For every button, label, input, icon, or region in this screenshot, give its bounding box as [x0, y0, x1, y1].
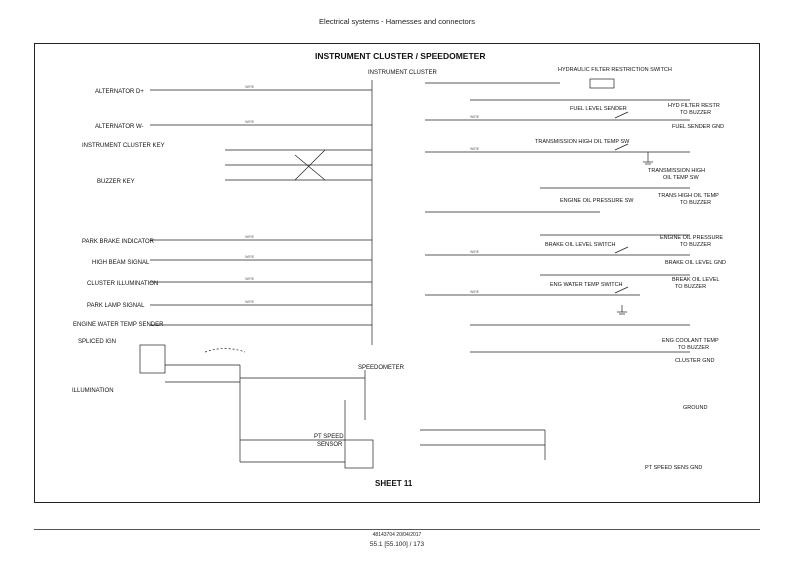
label-hyd-filter-buzzer-1: HYD FILTER RESTR — [668, 103, 720, 109]
page-header: Electrical systems - Harnesses and conne… — [319, 17, 475, 26]
label-water-temp-sender: ENGINE WATER TEMP SENDER — [73, 322, 164, 328]
label-brake-oil-buzzer-1: BREAK OIL LEVEL — [672, 277, 720, 283]
footer-doc: 48143704 20/04/2017 — [372, 532, 422, 538]
label-high-beam: HIGH BEAM SIGNAL — [92, 260, 150, 266]
sheet-label: SHEET 11 — [375, 479, 413, 488]
label-illumination: ILLUMINATION — [72, 388, 114, 394]
label-buzzer-key: BUZZER KEY — [97, 179, 135, 185]
svg-text:WIRE: WIRE — [470, 115, 480, 119]
label-trans-high-oil-2: OIL TEMP SW — [663, 175, 699, 181]
pt-speed-sensor-line1: PT SPEED — [314, 434, 344, 440]
diagram-title: INSTRUMENT CLUSTER / SPEEDOMETER — [315, 51, 486, 61]
label-eng-coolant-buzzer-2: TO BUZZER — [678, 345, 710, 351]
label-cluster-illumination: CLUSTER ILLUMINATION — [87, 281, 159, 287]
cluster-label: INSTRUMENT CLUSTER — [368, 70, 437, 76]
label-brake-oil-gnd: BRAKE OIL LEVEL GND — [665, 260, 727, 266]
diagram-frame — [34, 43, 760, 503]
label-engine-oil-buzzer-1: ENGINE OIL PRESSURE — [660, 235, 724, 241]
label-alternator-w: ALTERNATOR W- — [95, 124, 144, 130]
label-trans-high-oil-sw: TRANSMISSION HIGH OIL TEMP SW — [535, 139, 630, 145]
label-eng-water-temp-switch: ENG WATER TEMP SWITCH — [550, 282, 623, 288]
svg-text:WIRE: WIRE — [245, 85, 255, 89]
svg-text:WIRE: WIRE — [245, 120, 255, 124]
label-fuel-sender: FUEL LEVEL SENDER — [570, 106, 627, 112]
label-ground: GROUND — [683, 405, 708, 411]
label-hyd-filter-buzzer-2: TO BUZZER — [680, 110, 712, 116]
footer-page: 55.1 [55.100] / 173 — [369, 541, 425, 548]
svg-text:WIRE: WIRE — [470, 250, 480, 254]
label-park-brake: PARK BRAKE INDICATOR — [82, 239, 155, 245]
label-pt-speed-sens-gnd: PT SPEED SENS GND — [645, 465, 703, 471]
label-alternator-d: ALTERNATOR D+ — [95, 89, 144, 95]
svg-text:WIRE: WIRE — [245, 255, 255, 259]
label-brake-oil-buzzer-2: TO BUZZER — [675, 284, 707, 290]
svg-text:WIRE: WIRE — [245, 235, 255, 239]
label-fuel-sender-gnd: FUEL SENDER GND — [672, 124, 725, 130]
label-cluster-key: INSTRUMENT CLUSTER KEY — [82, 143, 165, 149]
label-engine-oil-sw: ENGINE OIL PRESSURE SW — [560, 198, 634, 204]
label-hyd-filter-switch: HYDRAULIC FILTER RESTRICTION SWITCH — [558, 67, 672, 73]
svg-text:WIRE: WIRE — [245, 277, 255, 281]
speedometer-label: SPEEDOMETER — [358, 365, 405, 371]
label-spliced-ign: SPLICED IGN — [78, 339, 117, 345]
label-brake-oil-switch: BRAKE OIL LEVEL SWITCH — [545, 242, 616, 248]
label-eng-coolant-buzzer-1: ENG COOLANT TEMP — [662, 338, 719, 344]
footer-divider — [34, 529, 760, 530]
label-trans-buzzer-2: TO BUZZER — [680, 200, 712, 206]
label-cluster-gnd: CLUSTER GND — [675, 358, 715, 364]
label-trans-buzzer-1: TRANS HIGH OIL TEMP — [658, 193, 719, 199]
pt-speed-sensor-line2: SENSOR — [317, 442, 343, 448]
label-engine-oil-buzzer-2: TO BUZZER — [680, 242, 712, 248]
label-park-lamp: PARK LAMP SIGNAL — [87, 303, 145, 309]
svg-text:WIRE: WIRE — [470, 147, 480, 151]
svg-text:WIRE: WIRE — [245, 300, 255, 304]
svg-text:WIRE: WIRE — [470, 290, 480, 294]
label-trans-high-oil-1: TRANSMISSION HIGH — [648, 168, 706, 174]
